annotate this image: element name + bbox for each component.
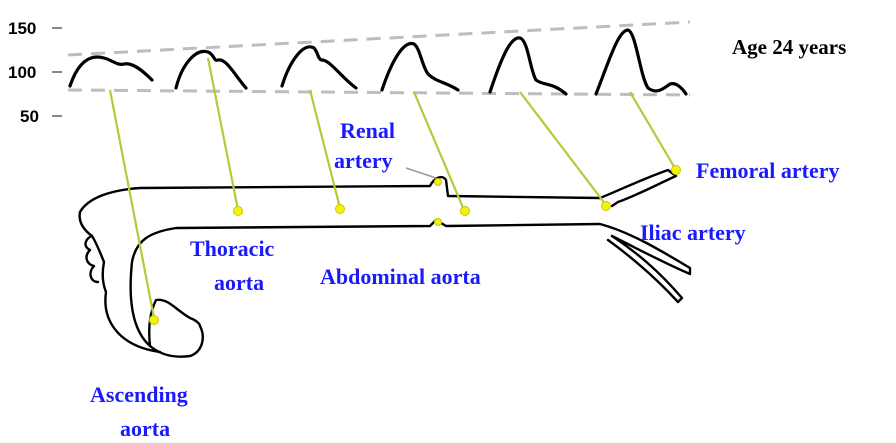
waveform-thoracic-aorta-distal: [282, 47, 356, 88]
y-tick-50: 50: [20, 107, 39, 126]
label-ascending-aorta-line2: aorta: [120, 416, 170, 441]
label-thoracic-aorta-line1: Thoracic: [190, 236, 275, 261]
aorta-upper-wall: [80, 170, 676, 352]
site-marker-thoracic-aorta-distal: [336, 205, 345, 214]
leader-abdominal-aorta: [414, 92, 464, 210]
label-renal-artery-line2: artery: [334, 148, 393, 173]
age-caption: Age 24 years: [732, 35, 846, 59]
waveform-abdominal-aorta: [382, 43, 458, 90]
site-marker-thoracic-aorta: [234, 207, 243, 216]
label-femoral-artery: Femoral artery: [696, 158, 840, 183]
leader-renal-artery: [406, 168, 436, 178]
leader-ascending-aorta: [110, 90, 154, 318]
label-renal-artery-line1: Renal: [340, 118, 395, 143]
leader-iliac-artery: [520, 92, 606, 205]
y-tick-150: 150: [8, 19, 36, 38]
site-marker-renal-artery-bottom: [435, 219, 442, 226]
site-marker-abdominal-aorta: [461, 207, 470, 216]
y-tick-100: 100: [8, 63, 36, 82]
leader-femoral-artery: [630, 92, 676, 170]
label-iliac-artery: Iliac artery: [640, 220, 746, 245]
label-thoracic-aorta-line2: aorta: [214, 270, 264, 295]
waveform-ascending-aorta: [70, 57, 152, 86]
site-marker-femoral-artery: [672, 166, 681, 175]
site-marker-iliac-artery: [602, 202, 611, 211]
site-marker-ascending-aorta: [150, 316, 159, 325]
label-ascending-aorta-line1: Ascending: [90, 382, 188, 407]
upper-reference-line: [68, 22, 690, 55]
iliac-branch: [608, 236, 682, 302]
site-marker-renal-artery-top: [435, 179, 442, 186]
waveform-femoral-artery: [596, 30, 686, 94]
label-abdominal-aorta: Abdominal aorta: [320, 264, 481, 289]
waveform-iliac-artery: [490, 38, 566, 94]
